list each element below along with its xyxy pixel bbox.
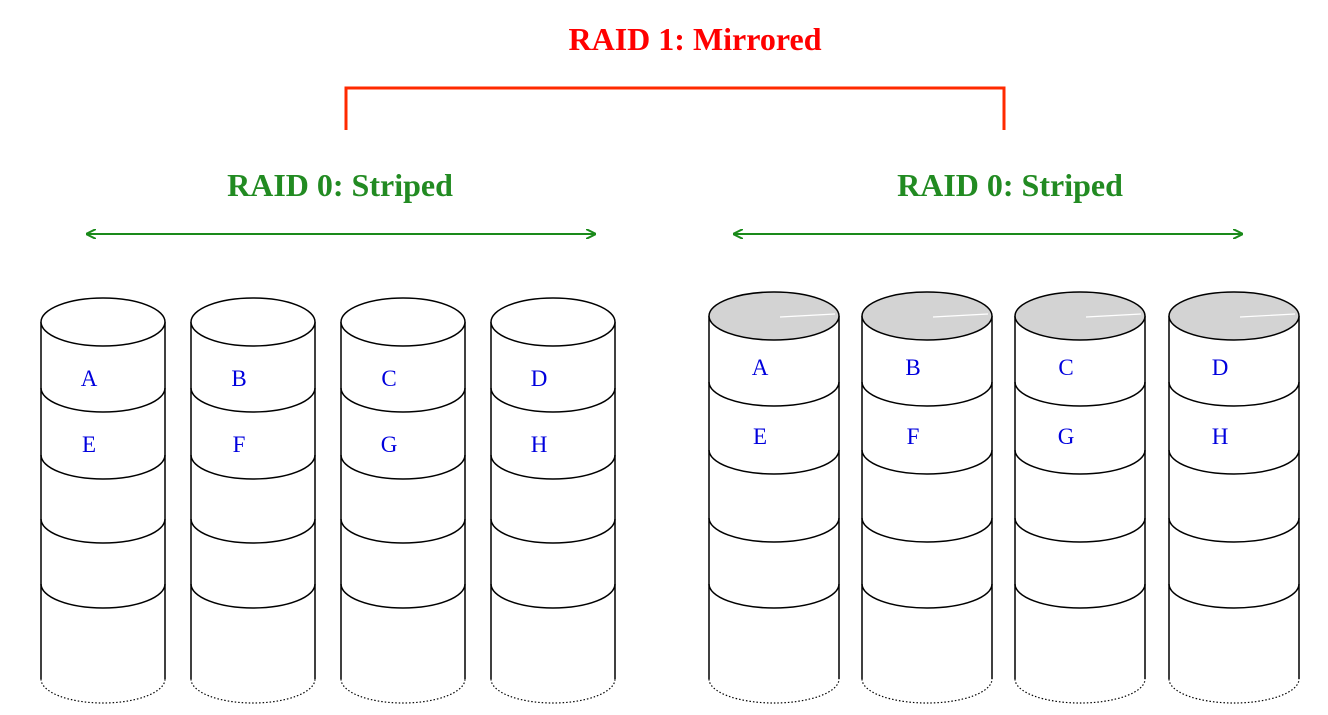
data-block-label: B [905, 355, 920, 380]
stripe-label-left: RAID 0: Striped [227, 167, 453, 203]
disk-platter-ring [1014, 381, 1146, 407]
data-block-label: C [1058, 355, 1073, 380]
data-block-label: H [531, 432, 548, 457]
disk-bottom-edge [40, 678, 166, 704]
disk-bottom-edge [490, 678, 616, 704]
disk-platter-ring [1014, 517, 1146, 543]
disk-platter-ring [1014, 449, 1146, 475]
data-block-label: A [752, 355, 769, 380]
disk-platter-ring [40, 518, 166, 544]
disk: DH [490, 297, 616, 704]
disk: BF [190, 297, 316, 704]
disk-top [40, 297, 166, 347]
mirror-title: RAID 1: Mirrored [569, 21, 822, 57]
disk-platter-ring [1168, 583, 1300, 609]
disk-platter-ring [190, 518, 316, 544]
disk-platter-ring [340, 583, 466, 609]
data-block-label: A [81, 366, 98, 391]
disk-platter-ring [40, 583, 166, 609]
disk-platter-ring [340, 454, 466, 480]
disk-platter-ring [340, 387, 466, 413]
disk-platter-ring [490, 454, 616, 480]
disk-bottom-edge [1014, 678, 1146, 704]
disk-top-highlight [779, 313, 836, 318]
disk-platter-ring [190, 387, 316, 413]
disk-bottom-edge [708, 678, 840, 704]
disk-platter-ring [708, 517, 840, 543]
disk-platter-ring [490, 583, 616, 609]
data-block-label: D [1212, 355, 1229, 380]
disk-platter-ring [40, 387, 166, 413]
disk: DH [1168, 291, 1300, 704]
disk-bottom-edge [1168, 678, 1300, 704]
disk-bottom-edge [190, 678, 316, 704]
disk: AE [40, 297, 166, 704]
disk-top-highlight [1239, 313, 1296, 318]
data-block-label: C [381, 366, 396, 391]
disk-platter-ring [861, 583, 993, 609]
disk-platter-ring [40, 454, 166, 480]
disk: CG [340, 297, 466, 704]
data-block-label: E [82, 432, 96, 457]
stripe-label-right: RAID 0: Striped [897, 167, 1123, 203]
disk-top [1168, 291, 1300, 341]
disk-top [861, 291, 993, 341]
disk-bottom-edge [861, 678, 993, 704]
disk-top [1014, 291, 1146, 341]
disk-top-highlight [1085, 313, 1142, 318]
disk-platter-ring [490, 387, 616, 413]
disk-platter-ring [190, 583, 316, 609]
disk-top [490, 297, 616, 347]
data-block-label: H [1212, 424, 1229, 449]
data-block-label: B [231, 366, 246, 391]
disk-platter-ring [1014, 583, 1146, 609]
disk-platter-ring [190, 454, 316, 480]
disk-top [708, 291, 840, 341]
disk-platter-ring [1168, 381, 1300, 407]
disk-top-highlight [932, 313, 989, 318]
disk-platter-ring [1168, 449, 1300, 475]
disk-platter-ring [861, 449, 993, 475]
disk-platter-ring [861, 381, 993, 407]
disk-platter-ring [708, 381, 840, 407]
disk-top [340, 297, 466, 347]
disk: BF [861, 291, 993, 704]
data-block-label: E [753, 424, 767, 449]
disk-platter-ring [861, 517, 993, 543]
disk-platter-ring [1168, 517, 1300, 543]
mirror-bracket [344, 86, 1006, 130]
disk-top [190, 297, 316, 347]
disk-platter-ring [340, 518, 466, 544]
data-block-label: F [907, 424, 920, 449]
disk-platter-ring [708, 449, 840, 475]
disk-bottom-edge [340, 678, 466, 704]
disk: AE [708, 291, 840, 704]
disk: CG [1014, 291, 1146, 704]
disk-platter-ring [490, 518, 616, 544]
disk-platter-ring [708, 583, 840, 609]
data-block-label: D [531, 366, 548, 391]
data-block-label: G [1058, 424, 1075, 449]
data-block-label: F [233, 432, 246, 457]
data-block-label: G [381, 432, 398, 457]
